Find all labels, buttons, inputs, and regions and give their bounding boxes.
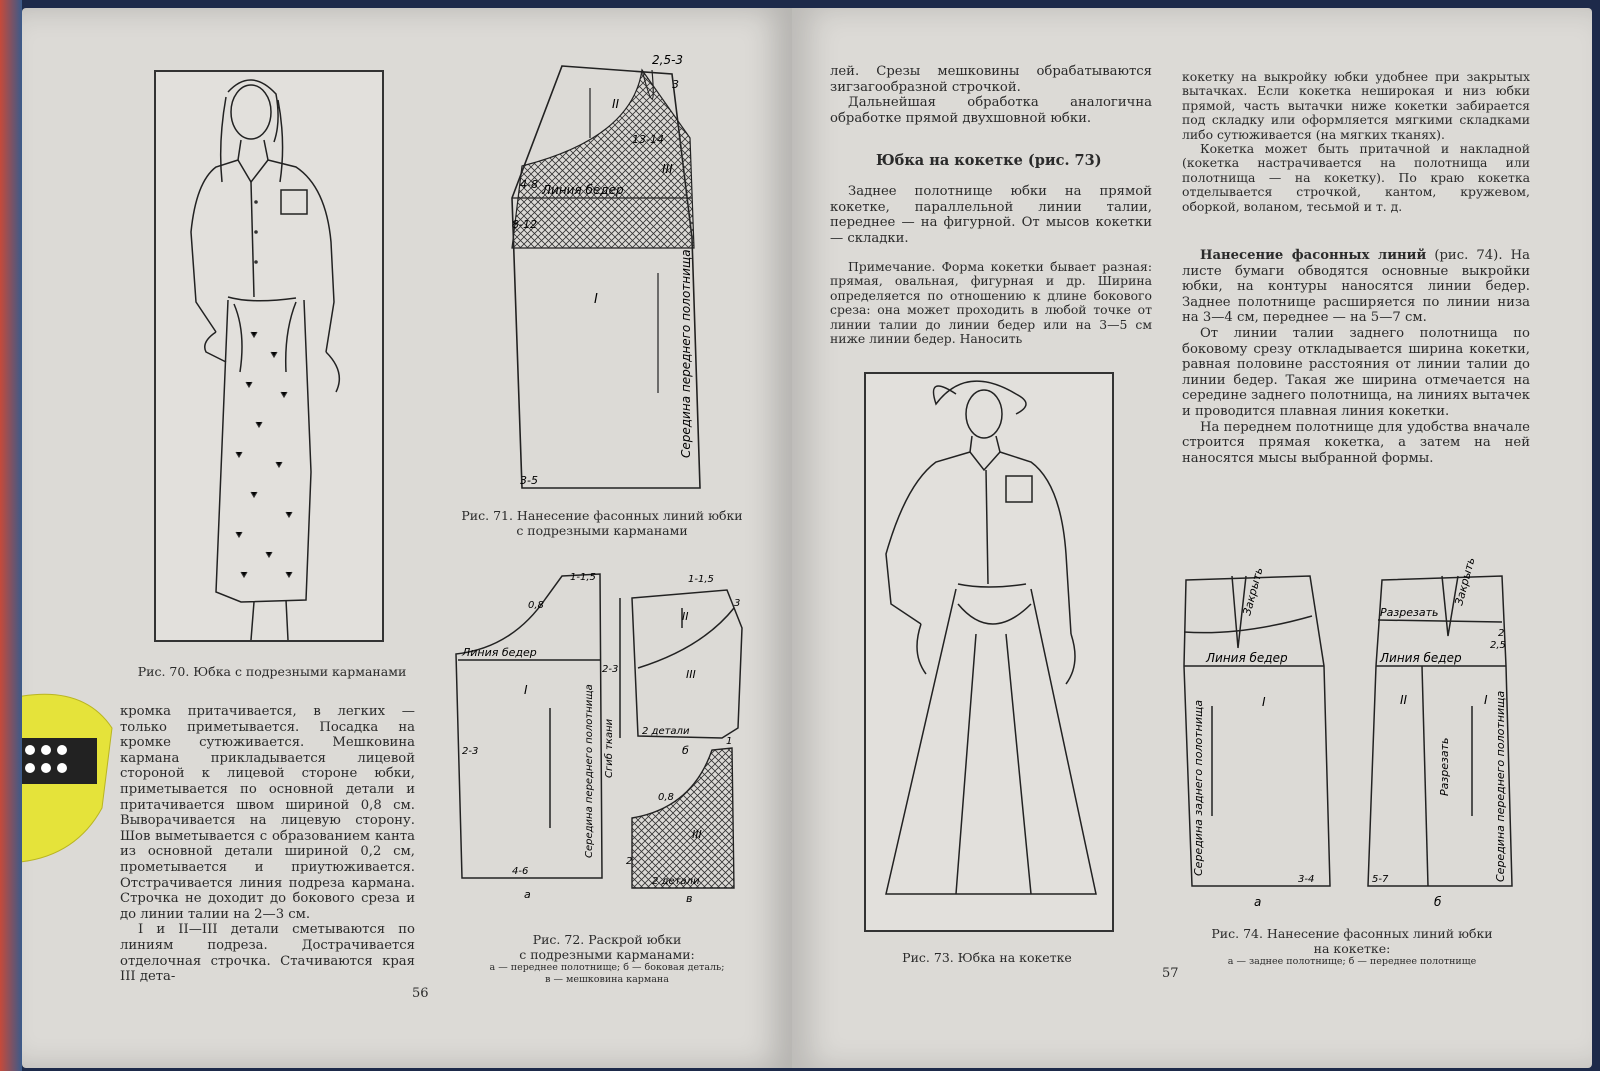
fig71-label-iii: III <box>662 162 673 176</box>
right-col1-para-text: Заднее полотнище юбки на прямой кокетке,… <box>830 184 1152 246</box>
fig74-label-center-b: Середина переднего полотнища <box>1494 691 1507 882</box>
left-body-text: кромка притачивается, в легких — только … <box>120 704 415 985</box>
right-page: лей. Срезы мешковины обрабатываются зигз… <box>792 8 1592 1068</box>
right-col2-text: кокетку на выкройку юбки удобнее при зак… <box>1182 69 1530 214</box>
right-col2-lines-para2: От линии талии заднего полотнища по боко… <box>1182 325 1530 419</box>
figure-74-caption-line1: Рис. 74. Нанесение фасонных линий юбки <box>1211 926 1493 941</box>
fig71-label-hip: Линия бедер <box>541 183 624 197</box>
figure-74-drawing: Закрыть Линия бедер I Середина заднего п… <box>1183 556 1513 909</box>
fig74-label-hip-a: Линия бедер <box>1205 651 1288 665</box>
figure-70-frame <box>154 70 384 642</box>
figure-72-caption-sub2: в — мешковина кармана <box>545 974 669 985</box>
fig72-label-115b: 1-1,5 <box>688 574 714 585</box>
fig74-label-i-a: I <box>1262 695 1266 709</box>
right-col1-intro-para2: Дальнейшая обработка аналогична обработк… <box>830 95 1152 126</box>
fig74-label-a: а <box>1254 895 1261 909</box>
figure-70-drawing <box>190 79 341 641</box>
fig72-label-a: а <box>524 888 531 901</box>
figure-74-caption: Рис. 74. Нанесение фасонных линий юбки н… <box>1172 926 1532 968</box>
right-col2-lines-para3: На переднем полотнище для удобства внача… <box>1182 419 1530 466</box>
fig72-label-v: в <box>686 892 692 905</box>
fig74-label-34: 3-4 <box>1298 874 1314 885</box>
fig74-label-cut-v: Разрезать <box>1438 738 1451 796</box>
yellow-eraser <box>22 693 113 863</box>
fig72-label-08a: 0,8 <box>528 600 544 611</box>
fig72-label-details2a: 2 детали <box>642 726 690 737</box>
fig71-label-48: 4-8 <box>520 178 538 191</box>
fig72-label-3: 3 <box>734 598 740 609</box>
figure-72-drawing: 1-1,5 0,8 Линия бедер I 2-3 2-3 Середина… <box>455 572 743 905</box>
fig72-label-23a: 2-3 <box>602 664 618 675</box>
fig74-label-cut-b: Разрезать <box>1380 606 1438 619</box>
fig72-label-1: 1 <box>726 736 732 747</box>
fig71-label-3: 3 <box>672 78 679 91</box>
right-col1-para: Заднее полотнище юбки на прямой кокетке,… <box>830 184 1152 246</box>
figure-71-caption-line1: Рис. 71. Нанесение фасонных линий юбки <box>461 508 743 523</box>
heading-fashion-lines: Нанесение фасонных линий <box>1200 248 1427 263</box>
fig71-label-center: Середина переднего полотнища <box>679 249 693 458</box>
fig72-label-grain: Сгиб ткани <box>603 718 615 778</box>
fig74-label-center-a: Середина заднего полотнища <box>1192 700 1205 876</box>
fig72-label-2: 2 <box>626 856 632 867</box>
fig74-label-i-b: I <box>1484 693 1488 707</box>
figure-73-frame <box>864 372 1114 932</box>
figure-73-drawing <box>885 380 1097 895</box>
fig71-label-35: 3-5 <box>520 474 538 487</box>
right-note: Примечание. Форма кокетки бывает разная:… <box>830 259 1152 347</box>
fig71-label-1314: 13-14 <box>632 133 664 146</box>
fig72-label-iii-b: III <box>692 828 702 841</box>
fig72-label-46: 4-6 <box>512 866 528 877</box>
fig72-label-08b: 0,8 <box>658 792 674 803</box>
left-page-number: 56 <box>412 986 429 1001</box>
left-page: Рис. 70. Юбка с подрезными карманами 2,5… <box>22 8 792 1068</box>
heading-fashion-lines-ref: (рис. 74). <box>1434 248 1503 263</box>
fig72-label-115a: 1-1,5 <box>570 572 596 583</box>
fig74-label-hip-b: Линия бедер <box>1379 651 1462 665</box>
figure-73-caption: Рис. 73. Юбка на кокетке <box>902 950 1072 965</box>
fig74-label-25: 2,5 <box>1490 640 1506 651</box>
left-body-para2: I и II—III детали сметываются по линиям … <box>120 922 415 985</box>
figure-74-caption-sub: а — заднее полотнище; б — переднее полот… <box>1227 956 1477 967</box>
book-spine <box>0 0 22 1071</box>
fig72-label-hip: Линия бедер <box>461 646 537 659</box>
fig72-label-b: б <box>682 744 689 757</box>
fig72-label-23b: 2-3 <box>462 746 478 757</box>
figure-71-drawing: 2,5-3 II 3 13-14 III 4-8 Линия бедер 8-1… <box>511 53 701 489</box>
fig74-label-57: 5-7 <box>1372 874 1389 885</box>
right-col2-para1: кокетку на выкройку юбки удобнее при зак… <box>1182 69 1530 142</box>
right-col2-para2: Кокетка может быть притачной и накладной… <box>1182 141 1530 214</box>
fig71-label-top: 2,5-3 <box>652 53 683 67</box>
fig72-label-details2b: 2 детали <box>652 876 700 887</box>
figure-72-caption: Рис. 72. Раскрой юбки с подрезными карма… <box>442 932 772 986</box>
figure-71-caption-line2: с подрезными карманами <box>516 523 688 538</box>
fig74-label-b: б <box>1434 895 1442 909</box>
figure-71-caption: Рис. 71. Нанесение фасонных линий юбки с… <box>432 508 772 538</box>
fig74-label-2: 2 <box>1498 628 1504 639</box>
right-col2-lines-para1: На листе бумаги обводятся основные выкро… <box>1182 248 1530 326</box>
right-page-number: 57 <box>1162 966 1179 981</box>
fig74-label-ii: II <box>1400 693 1408 707</box>
right-note-text: Примечание. Форма кокетки бывает разная:… <box>830 259 1152 347</box>
right-col1-intro: лей. Срезы мешковины обрабатываются зигз… <box>830 64 1152 126</box>
figure-70-caption: Рис. 70. Юбка с подрезными карманами <box>137 664 407 679</box>
fig71-label-ii: II <box>612 97 620 111</box>
figure-72-caption-sub1: а — переднее полотнище; б — боковая дета… <box>489 962 725 973</box>
fig74-label-close-b: Закрыть <box>1452 556 1477 607</box>
figure-72-caption-line1: Рис. 72. Раскрой юбки <box>532 932 682 947</box>
figure-74-caption-line2: на кокетке: <box>1313 941 1391 956</box>
right-col1-intro-para1: лей. Срезы мешковины обрабатываются зигз… <box>830 64 1152 95</box>
fig71-label-812: 8-12 <box>512 218 537 231</box>
figure-72-caption-line2: с подрезными карманами: <box>519 947 695 962</box>
right-col2-lines-section: Нанесение фасонных линий (рис. 74). На л… <box>1182 248 1530 466</box>
fig71-label-i: I <box>594 292 598 307</box>
fig72-label-iii-a: III <box>686 668 696 681</box>
fig72-label-i: I <box>524 683 528 697</box>
left-body-para1: кромка притачивается, в легких — только … <box>120 704 415 922</box>
fig72-label-center: Середина переднего полотнища <box>584 684 595 858</box>
heading-yoke-skirt: Юбка на кокетке (рис. 73) <box>876 152 1102 169</box>
fig72-label-ii: II <box>682 610 689 623</box>
